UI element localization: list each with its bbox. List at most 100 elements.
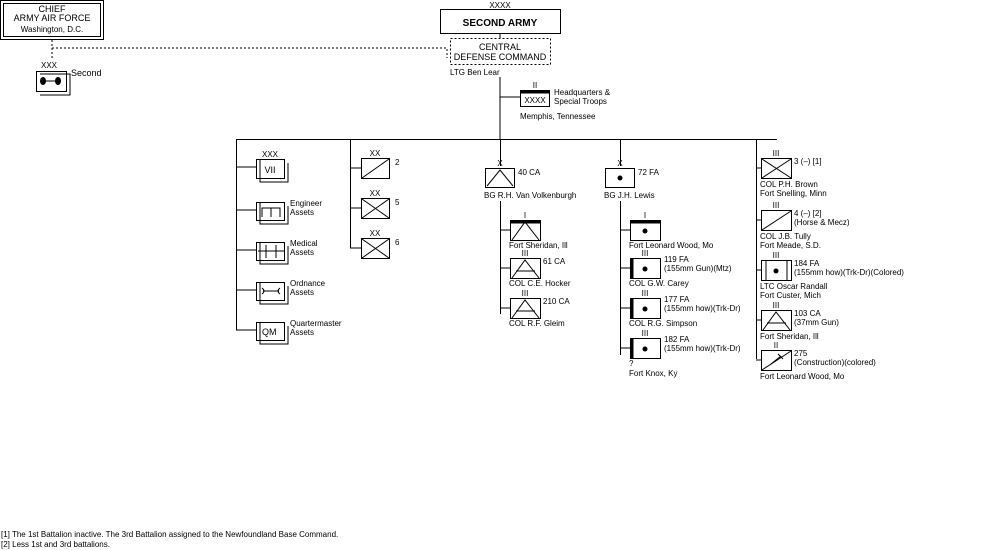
regiment-sub-1: COL P.H. Brown <box>760 180 818 189</box>
fa-unit-detail: (155mm how)(Trk-Dr) <box>664 304 741 313</box>
second-air-force-node: XXX Second <box>36 61 102 96</box>
footnote-2: [2] Less 1st and 3rd battalions. <box>1 540 110 549</box>
division-echelon: XX <box>370 149 381 158</box>
air-force-dotted-link <box>51 40 448 58</box>
division-echelon: XX <box>370 229 381 238</box>
ca-unit-echelon: III <box>522 289 529 298</box>
quartermaster-code: QM <box>262 327 277 337</box>
division-label: 6 <box>395 238 400 247</box>
aviation-icon <box>40 77 61 85</box>
asset-label-1: Ordnance <box>290 279 326 288</box>
division-node-2: XX5 <box>350 189 400 219</box>
regiment-echelon: III <box>773 149 780 158</box>
ca-unit-label: 210 CA <box>543 297 570 306</box>
regiment-sub-1: LTC Oscar Randall <box>760 282 828 291</box>
medical-icon <box>258 245 284 258</box>
regiment-sub-1: Fort Sheridan, Ill <box>760 332 819 341</box>
fa-unit-sub: ? <box>629 359 634 368</box>
second-army-node: XXXX SECOND ARMY CENTRAL DEFENSE COMMAND… <box>440 1 561 77</box>
air-force-echelon: XXX <box>41 61 58 70</box>
chief-title-1: CHIEF <box>39 4 67 14</box>
field-artillery-icon <box>642 306 648 312</box>
infantry-icon <box>761 158 792 179</box>
regiment-label: 275 <box>794 349 808 358</box>
ca-brigade-echelon: X <box>497 159 503 168</box>
fa-unit-4: III 182 FA(155mm how)(Trk-Dr)?Fort Knox, … <box>620 329 741 378</box>
ca-brigade-commander: BG R.H. Van Volkenburgh <box>484 191 576 200</box>
fa-unit-sub: COL G.W. Carey <box>629 279 689 288</box>
fa-unit-sub-2: Fort Knox, Ky <box>629 369 677 378</box>
field-artillery-icon <box>642 266 648 272</box>
air-force-label: Second <box>71 68 102 78</box>
ca-unit-echelon: I <box>524 211 526 220</box>
fa-unit-detail: (155mm how)(Trk-Dr) <box>664 344 741 353</box>
fa-unit-label: 182 FA <box>664 335 690 344</box>
assets-group: EngineerAssetsMedicalAssetsOrdnanceAsset… <box>236 199 342 345</box>
field-artillery-icon <box>773 268 779 274</box>
corps-label: VII <box>264 165 275 175</box>
fa-brigade-echelon: X <box>617 159 623 168</box>
coast-artillery-icon <box>486 169 514 187</box>
regiment-echelon: III <box>773 251 780 260</box>
asset-label-2: Assets <box>290 208 314 217</box>
fa-brigade-node: X 72 FA BG J.H. Lewis <box>604 159 660 200</box>
hq-echelon: II <box>533 81 537 90</box>
regiment-sub-1: COL J.B. Tully <box>760 232 811 241</box>
fa-unit-echelon: III <box>642 329 649 338</box>
quartermaster-icon: QM <box>262 327 277 337</box>
asset-label-2: Assets <box>290 288 314 297</box>
chief-location: Washington, D.C. <box>21 25 83 34</box>
corps-node: XXX VII <box>236 150 289 183</box>
infantry-icon <box>361 198 390 219</box>
army-commander: LTG Ben Lear <box>450 68 500 77</box>
cdc-line-1: CENTRAL <box>479 42 521 52</box>
footnote-1: [1] The 1st Battalion inactive. The 3rd … <box>1 530 338 539</box>
cavalry-icon <box>361 158 390 179</box>
coast-artillery-icon <box>762 311 791 331</box>
army-echelon: XXXX <box>489 1 511 10</box>
ordnance-icon <box>261 287 281 295</box>
ca-unit-sub: Fort Sheridan, Ill <box>509 241 568 250</box>
hq-location: Memphis, Tennessee <box>520 112 596 121</box>
regiment-sub-2: Fort Custer, Mich <box>760 291 821 300</box>
cavalry-icon <box>761 210 792 231</box>
field-artillery-icon <box>642 228 648 234</box>
hq-special-troops-node: II XXXX Headquarters & Special Troops Me… <box>520 81 611 121</box>
fa-unit-sub: COL R.G. Simpson <box>629 319 697 328</box>
regiment-label: 184 FA <box>794 259 820 268</box>
coast-artillery-icon <box>511 299 540 319</box>
regiment-detail: (37mm Gun) <box>794 318 839 327</box>
engineer-icon <box>261 207 281 217</box>
field-artillery-icon <box>642 346 648 352</box>
army-title: SECOND ARMY <box>463 18 538 29</box>
division-label: 5 <box>395 198 400 207</box>
fa-unit-echelon: III <box>642 289 649 298</box>
division-node-1: XX 2 <box>350 149 400 179</box>
ca-unit-sub: COL R.F. Gleim <box>509 319 565 328</box>
ca-unit-label: 61 CA <box>543 257 566 266</box>
division-label: 2 <box>395 158 400 167</box>
regiment-sub-1: Fort Leonard Wood, Mo <box>760 372 845 381</box>
regiment-detail: (Construction)(colored) <box>794 358 876 367</box>
fa-unit-label: 119 FA <box>664 255 689 264</box>
infantry-icon <box>361 238 390 259</box>
regiment-sub-2: Fort Snelling, Minn <box>760 189 827 198</box>
fa-brigade-commander: BG J.H. Lewis <box>604 191 655 200</box>
fa-unit-echelon: I <box>644 211 646 220</box>
regiment-sub-2: Fort Meade, S.D. <box>760 241 821 250</box>
chief-title-2: ARMY AIR FORCE <box>14 13 91 23</box>
fa-brigade-label: 72 FA <box>638 168 660 177</box>
chief-air-force-node: CHIEF ARMY AIR FORCE Washington, D.C. <box>0 0 104 40</box>
regiment-detail: (Horse & Mecz) <box>794 218 850 227</box>
hq-code: XXXX <box>524 96 546 105</box>
hq-label-1: Headquarters & <box>554 88 611 97</box>
asset-label-1: Medical <box>290 239 318 248</box>
